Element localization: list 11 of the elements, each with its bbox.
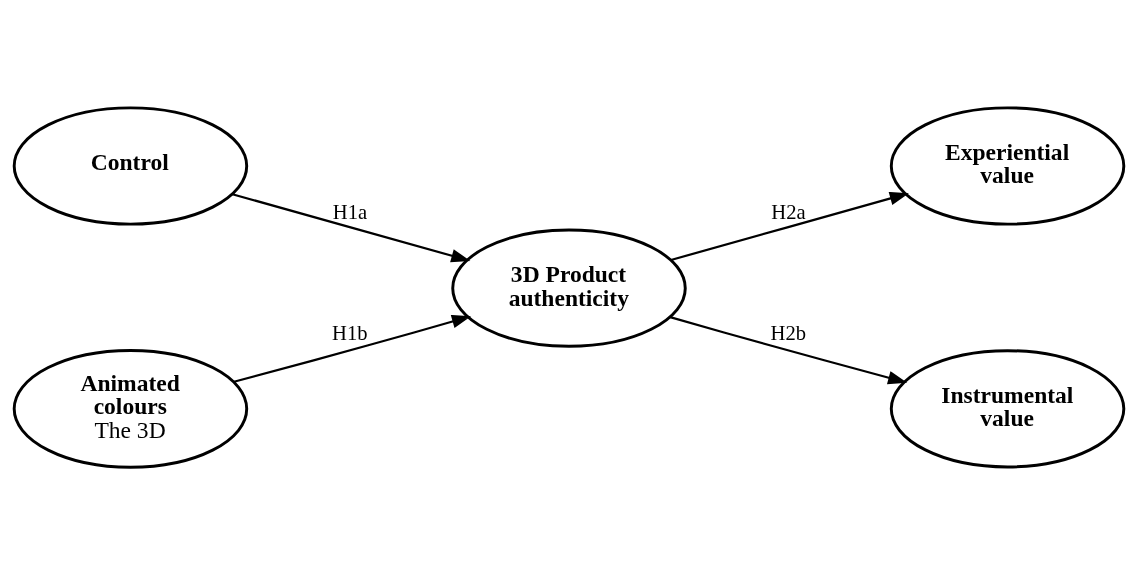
node-ellipse: Instrumental value bbox=[889, 348, 1126, 468]
arrow bbox=[232, 192, 471, 262]
edge-label: H2b bbox=[770, 321, 807, 344]
edge-label: H1a bbox=[332, 200, 368, 223]
edge-label: H1b bbox=[332, 321, 368, 344]
node-ellipse: Control bbox=[12, 105, 249, 226]
arrow bbox=[670, 191, 909, 261]
node-ellipse: Animated colours The 3D bbox=[12, 348, 249, 469]
arrow bbox=[233, 314, 472, 383]
edge-label: H2a bbox=[771, 200, 806, 223]
arrow bbox=[669, 315, 908, 384]
